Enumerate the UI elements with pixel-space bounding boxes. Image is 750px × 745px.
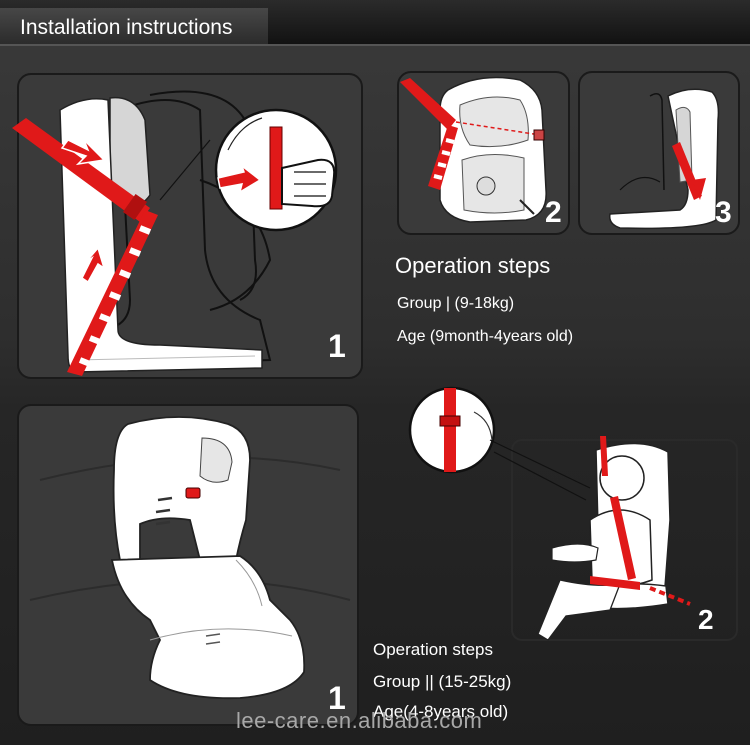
top-step1-number: 1 — [328, 328, 346, 364]
group2-weight: Group || (15-25kg) — [373, 672, 512, 691]
group1-age: Age (9month-4years old) — [397, 328, 574, 345]
page-title: Installation instructions — [20, 16, 233, 39]
group2-heading: Operation steps — [373, 640, 494, 659]
group1-weight: Group | (9-18kg) — [397, 295, 515, 312]
top-step2-illustration — [400, 76, 547, 223]
title-divider — [0, 44, 750, 46]
top-step1-illustration — [12, 90, 338, 376]
top-step3-illustration — [608, 88, 720, 230]
bottom-step1-number: 1 — [328, 680, 346, 716]
title-tab — [0, 8, 268, 46]
top-step2-number: 2 — [545, 196, 562, 229]
bottom-step2-illustration — [408, 386, 738, 641]
top-step3-number: 3 — [715, 196, 732, 229]
watermark: lee-care.en.alibaba.com — [236, 708, 483, 733]
title-bar — [0, 0, 750, 46]
group1-heading: Operation steps — [395, 253, 551, 278]
bottom-step1-illustration — [29, 416, 351, 700]
group2-age: Age(4-8years old) — [373, 702, 509, 721]
bottom-step2-number: 2 — [698, 604, 714, 635]
